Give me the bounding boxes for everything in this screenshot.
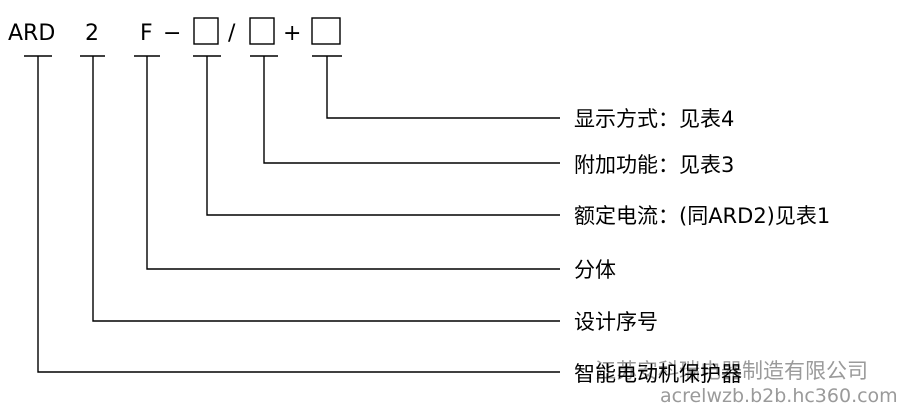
code-series-ard: ARD	[8, 21, 55, 46]
code-dash: −	[163, 21, 181, 46]
label-intelligent-motor-protector: 智能电动机保护器	[574, 362, 742, 386]
rated-current-box	[193, 17, 219, 45]
leader-design-serial	[92, 56, 560, 322]
display-mode-box	[311, 17, 341, 45]
leader-additional	[263, 56, 560, 164]
additional-function-box	[249, 17, 275, 45]
code-plus: +	[283, 21, 301, 46]
leader-split	[146, 56, 560, 270]
label-split-type: 分体	[574, 258, 616, 282]
label-additional-functions: 附加功能：见表3	[574, 153, 734, 177]
code-design-number: 2	[85, 21, 99, 46]
watermark-url: acrelwzb.b2b.hc360.com	[660, 385, 898, 406]
leader-rated-current	[206, 56, 560, 216]
label-rated-current: 额定电流：(同ARD2)见表1	[574, 204, 830, 228]
code-slash: /	[228, 21, 236, 46]
code-split-letter: F	[140, 21, 153, 46]
leader-display	[326, 56, 560, 119]
label-design-serial: 设计序号	[574, 310, 658, 334]
watermark-company: 江苏安科瑞电器制造有限公司	[595, 359, 868, 383]
label-display-mode: 显示方式：见表4	[574, 107, 734, 131]
leader-protector	[37, 56, 560, 373]
